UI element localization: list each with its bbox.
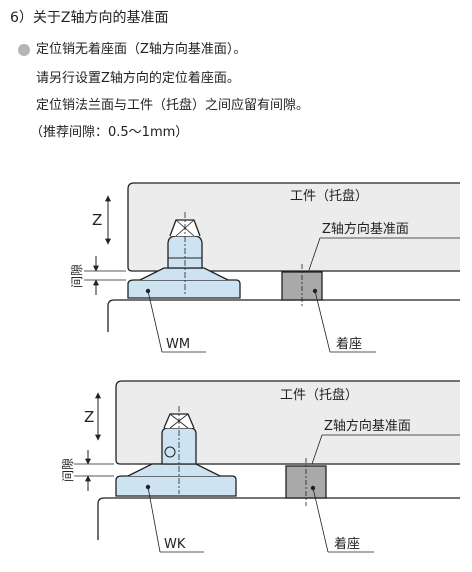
pin-model-label: WM — [166, 337, 190, 352]
workpiece-label: 工件（托盘） — [280, 387, 358, 403]
gap-label: 间隙 — [70, 264, 84, 288]
reference-label: Z轴方向基准面 — [322, 221, 409, 237]
pin-flange-top — [127, 463, 221, 477]
seat-label: 着座 — [336, 336, 362, 352]
note-line-1: 定位销无着座面（Z轴方向基准面）。 — [36, 42, 247, 57]
pin-flange — [115, 475, 237, 497]
diagram-top: 工件（托盘） Z 间隙 Z轴方向基准面 WM — [70, 182, 460, 353]
seat-label: 着座 — [334, 536, 360, 552]
workpiece-pallet — [127, 182, 460, 272]
pin-cross-hole — [164, 446, 176, 458]
section-heading: 6）关于Z轴方向的基准面 — [10, 10, 169, 26]
note-line-3: 定位销法兰面与工件（托盘）之间应留有间隙。 — [36, 98, 310, 113]
pin-model-label: WK — [164, 537, 186, 552]
note-line-4: （推荐间隙：0.5～1mm） — [30, 125, 189, 140]
reference-label: Z轴方向基准面 — [324, 418, 411, 434]
z-label: Z — [92, 211, 102, 229]
diagram-bottom: 工件（托盘） Z 间隙 Z轴方向基准面 WK — [61, 380, 460, 553]
note-line-2: 请另行设置Z轴方向的定位着座面。 — [36, 71, 240, 86]
workpiece-pallet — [115, 380, 460, 465]
bullet-icon — [18, 44, 30, 56]
note-bullet-line: 定位销无着座面（Z轴方向基准面）。 — [18, 42, 246, 58]
base-plate — [97, 497, 460, 540]
gap-label: 间隙 — [61, 458, 75, 482]
z-label: Z — [84, 408, 94, 426]
pin-flange — [127, 279, 241, 299]
workpiece-label: 工件（托盘） — [290, 188, 368, 204]
base-plate — [107, 299, 460, 332]
